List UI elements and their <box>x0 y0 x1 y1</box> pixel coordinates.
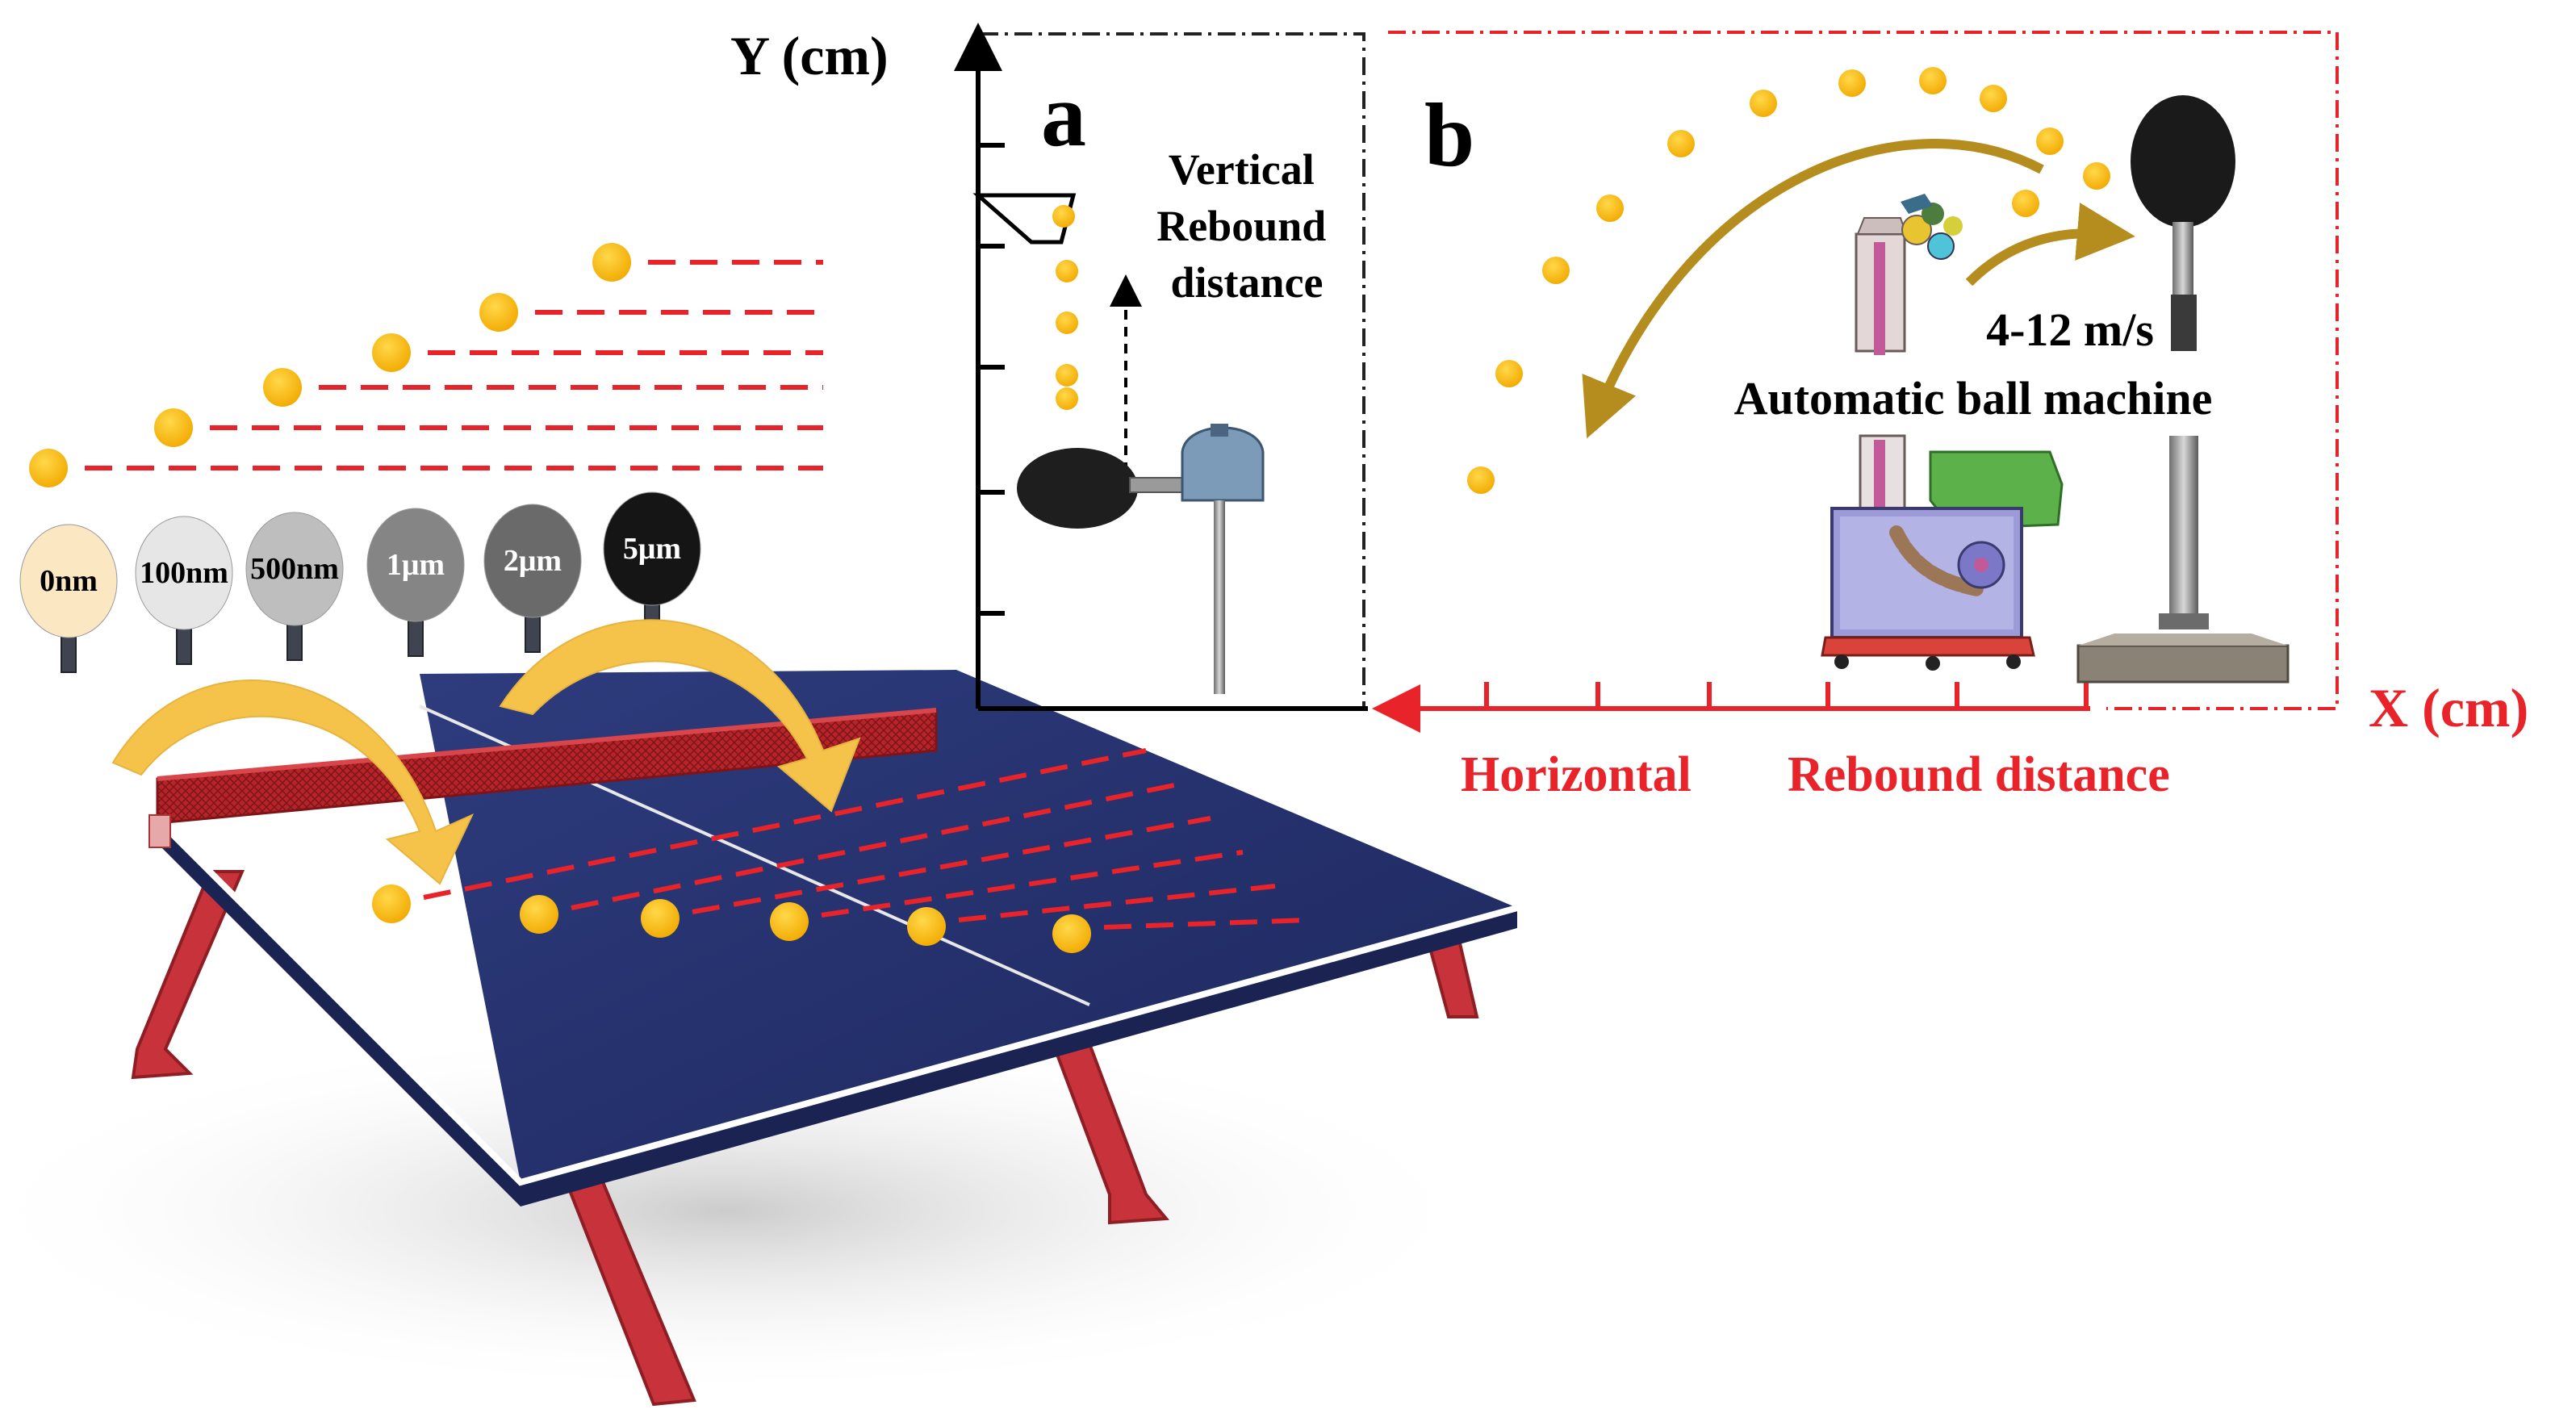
panel-a-paddle <box>1017 448 1138 529</box>
panel-b-x-ticks <box>1484 682 2089 709</box>
paddle-label: 5μm <box>623 532 681 566</box>
paddle-face <box>19 524 118 638</box>
landing-ball <box>907 907 946 946</box>
approach-ball <box>263 368 302 407</box>
table-legs <box>131 870 1479 1407</box>
table-top <box>420 670 1517 1182</box>
rebound-landing-lines <box>423 748 1308 930</box>
arc-ball <box>1838 69 1866 97</box>
paddle-sample: 500nm <box>245 512 344 661</box>
approach-balls <box>29 243 631 487</box>
arc-ball <box>1667 130 1695 157</box>
panel-a-paddle-stand <box>1017 424 1265 694</box>
panel-a: Y (cm) a Vertical Rebound distance <box>730 23 1368 711</box>
horizontal-trajectory-balls <box>1467 67 2110 494</box>
paddle-label: 100nm <box>140 556 228 590</box>
landing-ball <box>520 895 558 934</box>
arc-ball <box>1919 67 1947 94</box>
panel-a-frame <box>981 32 1365 709</box>
landing-ball <box>641 899 680 938</box>
arc-ball <box>2012 190 2039 217</box>
paddle-sample: 5μm <box>603 491 701 641</box>
landing-line <box>958 884 1276 922</box>
landing-ball <box>1052 914 1091 953</box>
landing-line <box>692 816 1211 914</box>
drop-tube <box>972 193 1077 245</box>
approach-ball <box>592 243 631 282</box>
landing-ball <box>770 902 809 941</box>
paddle-sample: 2μm <box>483 504 582 653</box>
speed-label: 4-12 m/s <box>1986 303 2154 356</box>
paddle-sample: 100nm <box>135 516 233 665</box>
paddle-label: 1μm <box>387 548 445 582</box>
arc-ball <box>2083 162 2110 190</box>
arc-ball <box>1596 194 1624 222</box>
paddle-face <box>603 491 701 606</box>
paddle-sample: 1μm <box>366 508 465 657</box>
landing-ball <box>372 884 411 923</box>
panel-b-frame <box>1388 31 2339 710</box>
panel-b-paddle <box>2131 95 2235 228</box>
table-white-edge <box>155 817 1519 1186</box>
paddle-label: 500nm <box>250 552 339 586</box>
paddle-face <box>366 508 465 622</box>
rebound-landing-balls <box>372 884 1091 953</box>
bounce-arrows <box>111 619 861 885</box>
paddle-sample: 0nm <box>19 524 118 673</box>
paddle-label: 2μm <box>504 544 562 578</box>
rebound-trajectory-arrow <box>1582 139 2044 439</box>
landing-line <box>821 850 1244 918</box>
panel-a-y-ticks <box>978 143 1005 616</box>
landing-line <box>423 748 1147 900</box>
landing-line <box>571 782 1179 910</box>
landing-line <box>1103 918 1308 930</box>
panel-a-letter: a <box>1041 65 1086 165</box>
rebound-distance-caption: Rebound distance <box>1788 747 2170 802</box>
arc-ball <box>1495 360 1523 387</box>
panel-b-x-axis-label: X (cm) <box>2369 677 2528 738</box>
panel-b-paddle-stand <box>2076 95 2290 684</box>
paddle-face <box>483 504 582 618</box>
paddle-face <box>245 512 344 626</box>
table-scene <box>0 670 1519 1407</box>
paddle-samples: 0nm 100nm 500nm 1μm 2μm 5μm <box>19 491 701 673</box>
bounce-arrow-left <box>111 680 475 885</box>
bounce-arrow-right <box>499 619 861 813</box>
approach-trajectory-lines <box>85 260 823 470</box>
approach-ball <box>29 449 68 487</box>
arc-ball <box>2036 128 2064 155</box>
horizontal-caption: Horizontal <box>1461 747 1692 802</box>
machine-label: Automatic ball machine <box>1734 372 2213 424</box>
paddle-face <box>135 516 233 630</box>
panel-b: X (cm) Horizontal Rebound distance b <box>1372 31 2528 802</box>
approach-ball <box>479 293 518 332</box>
floor-shadow <box>0 1025 1493 1396</box>
arc-ball <box>1467 466 1495 494</box>
arc-ball <box>1542 257 1570 284</box>
vertical-rebound-caption: Vertical Rebound distance <box>1156 145 1337 307</box>
arc-ball <box>1980 85 2007 112</box>
arc-ball <box>1750 90 1777 117</box>
panel-b-letter: b <box>1424 86 1474 186</box>
launch-trajectory-arrow <box>1965 203 2135 286</box>
panel-a-y-axis-label: Y (cm) <box>730 25 889 86</box>
approach-ball <box>154 408 193 447</box>
approach-ball <box>372 333 411 372</box>
automatic-ball-machine <box>1821 194 2064 671</box>
paddle-label: 0nm <box>40 564 98 598</box>
vertical-drop-balls <box>1052 205 1078 410</box>
